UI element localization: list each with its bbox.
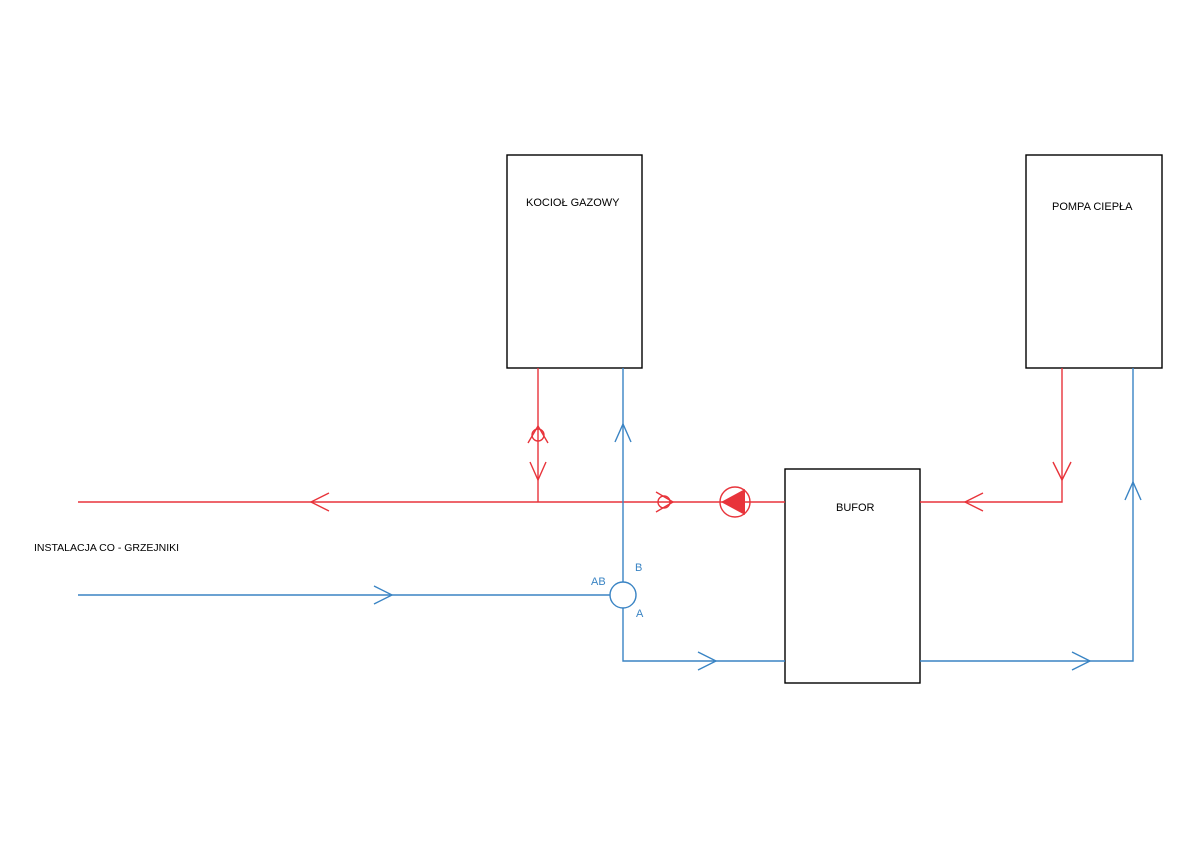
valve-port-ab-label: AB	[591, 576, 606, 588]
check-valve-main-seat	[655, 491, 675, 513]
buffer-box	[784, 468, 921, 684]
supply-lines	[78, 368, 1072, 518]
return-arrow-buffer-out	[1071, 651, 1092, 671]
heat-pump-label: POMPA CIEPŁA	[1052, 201, 1133, 213]
supply-arrow-boiler-down	[529, 461, 547, 482]
valve-port-b-label: B	[635, 562, 642, 574]
return-arrow-heat-pump-up	[1124, 480, 1142, 501]
buffer-label: BUFOR	[836, 502, 875, 514]
return-lines	[78, 368, 1142, 671]
heat-pump-box	[1025, 154, 1163, 369]
installation-label: INSTALACJA CO - GRZEJNIKI	[34, 542, 179, 554]
check-valve-boiler-seat	[527, 424, 549, 444]
return-arrow-installation	[373, 585, 394, 605]
return-arrow-buffer-in	[697, 651, 718, 671]
return-arrow-boiler-up	[614, 422, 632, 443]
circulation-pump-triangle	[721, 489, 745, 515]
buffer-to-heat-pump-return-line	[920, 368, 1134, 662]
return-lower-loop-line	[622, 608, 785, 662]
supply-arrow-heat-pump-down	[1052, 461, 1072, 482]
boiler-box	[506, 154, 643, 369]
circulation-pump	[719, 486, 751, 518]
boiler-label: KOCIOŁ GAZOWY	[526, 197, 620, 209]
three-way-valve	[609, 581, 637, 609]
supply-arrow-left	[309, 492, 330, 512]
supply-arrow-buffer	[963, 492, 984, 512]
heat-pump-supply-line	[920, 368, 1063, 503]
valve-port-a-label: A	[636, 608, 644, 620]
